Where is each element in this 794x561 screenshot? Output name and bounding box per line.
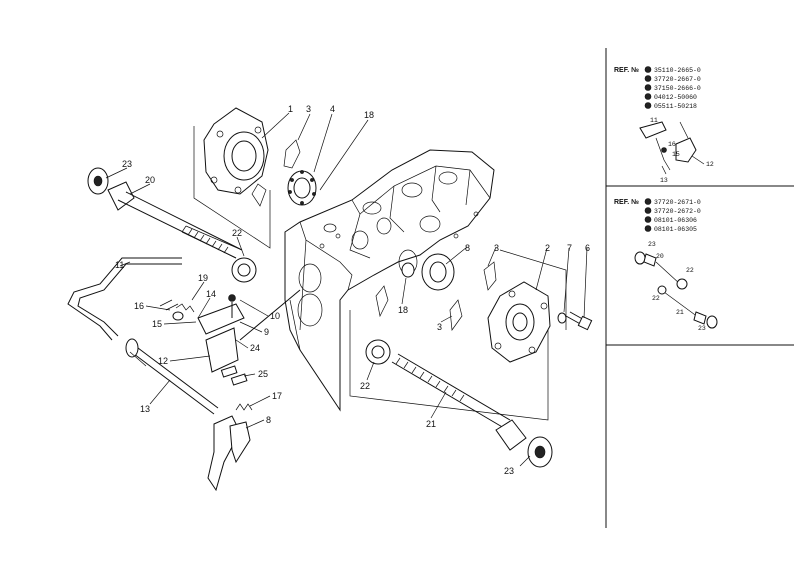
ref-box-2-part-4: 08101-06305 — [654, 226, 697, 233]
ref-box-2-inset-22-right: 22 — [686, 267, 694, 274]
shift-linkage-group — [67, 257, 301, 492]
ref-box-1-part-3: 37150-2666-0 — [654, 85, 701, 92]
callout-17: 17 — [272, 391, 282, 401]
ref-box-2-part-3: 08101-06306 — [654, 217, 697, 224]
ref-box-1-title: REF. № — [614, 66, 639, 74]
callout-24: 24 — [250, 343, 260, 353]
ref-box-2: REF. № 37720-2671-0 37720-2672-0 08101-0… — [614, 198, 718, 332]
ref-box-2-part-2: 37720-2672-0 — [654, 208, 701, 215]
ref-box-1-inset-12: 12 — [706, 161, 714, 168]
callout-6: 6 — [585, 243, 590, 253]
ref-box-2-inset-21: 21 — [676, 309, 684, 316]
callout-14: 14 — [206, 289, 216, 299]
callout-8-right: 8 — [465, 243, 470, 253]
ref-box-1-inset-16: 16 — [668, 141, 676, 148]
upper-shaft-assembly — [87, 167, 257, 283]
callout-25: 25 — [258, 369, 268, 379]
ref-box-1-part-4: 04012-50060 — [654, 94, 697, 101]
callout-23-lower: 23 — [504, 466, 514, 476]
ref-box-1-inset-13: 13 — [660, 177, 668, 184]
callout-labels: 1 3 4 18 23 20 22 11 19 16 14 15 10 9 24… — [115, 104, 590, 476]
callout-10: 10 — [270, 311, 280, 321]
leader-lines — [105, 112, 588, 467]
callout-16: 16 — [134, 301, 144, 311]
reference-panel: REF. № 35110-2665-0 37720-2667-0 37150-2… — [605, 48, 794, 528]
ref-box-1-part-2: 37720-2667-0 — [654, 76, 701, 83]
lower-shaft-assembly — [365, 339, 553, 468]
transmission-housing — [284, 149, 495, 412]
callout-21: 21 — [426, 419, 436, 429]
ref-box-1-part-5: 05511-50218 — [654, 103, 697, 110]
upper-bearing-housing-group — [193, 107, 317, 249]
callout-18-lower: 18 — [398, 305, 408, 315]
callout-4: 4 — [330, 104, 335, 114]
ref-box-2-inset-20: 20 — [656, 253, 664, 260]
callout-13: 13 — [140, 404, 150, 414]
ref-box-1: REF. № 35110-2665-0 37720-2667-0 37150-2… — [614, 66, 714, 184]
callout-3: 3 — [306, 104, 311, 114]
callout-3-lower: 3 — [437, 322, 442, 332]
ref-box-2-inset-23-bottom: 23 — [698, 325, 706, 332]
callout-22: 22 — [232, 228, 242, 238]
callout-9: 9 — [264, 327, 269, 337]
callout-3-right: 3 — [494, 243, 499, 253]
callout-7: 7 — [567, 243, 572, 253]
callout-18: 18 — [364, 110, 374, 120]
callout-1: 1 — [288, 104, 293, 114]
ref-box-1-part-1: 35110-2665-0 — [654, 67, 701, 74]
callout-11: 11 — [115, 260, 124, 270]
ref-box-1-inset-15: 15 — [672, 151, 680, 158]
ref-box-2-title: REF. № — [614, 198, 639, 206]
callout-2: 2 — [545, 243, 550, 253]
ref-box-2-inset-23-top: 23 — [648, 241, 656, 248]
callout-22-lower: 22 — [360, 381, 370, 391]
callout-23: 23 — [122, 159, 132, 169]
lower-bearing-housing-group — [349, 249, 593, 421]
ref-box-2-part-1: 37720-2671-0 — [654, 199, 701, 206]
callout-15: 15 — [152, 319, 162, 329]
ref-box-2-inset-22-left: 22 — [652, 295, 660, 302]
callout-8-left: 8 — [266, 415, 271, 425]
ref-box-1-inset-11: 11 — [650, 117, 658, 124]
callout-20: 20 — [145, 175, 155, 185]
callout-19: 19 — [198, 273, 208, 283]
callout-12: 12 — [158, 356, 168, 366]
